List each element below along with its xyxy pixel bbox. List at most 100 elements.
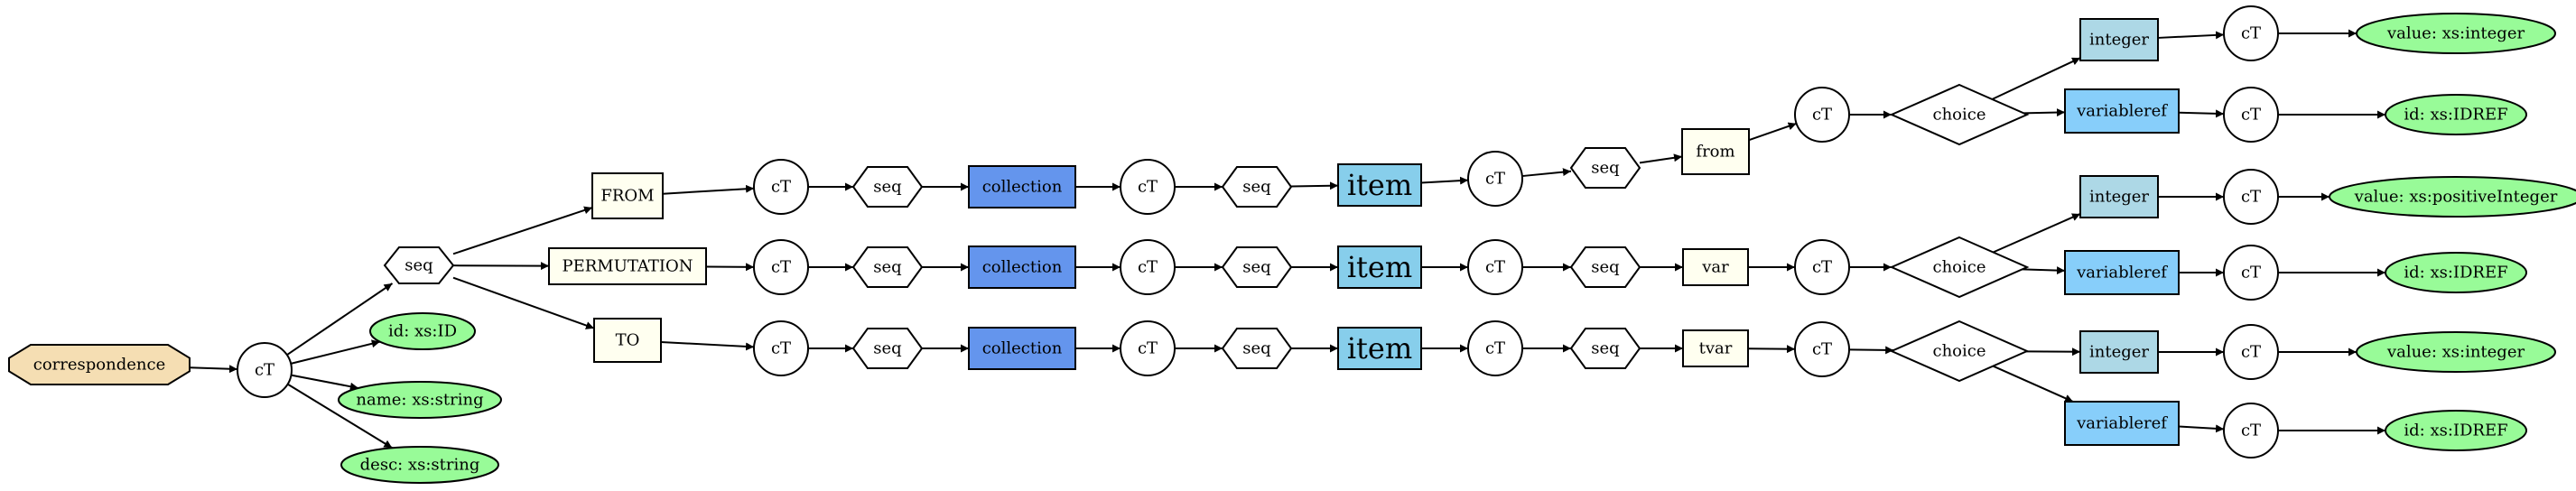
ct-node-shape xyxy=(753,239,809,295)
ct-node-label: cT xyxy=(771,178,791,197)
element-item-shape xyxy=(1337,163,1422,207)
element-TO-shape xyxy=(593,318,662,363)
ct-node: cT xyxy=(2223,169,2279,225)
seq-node-shape xyxy=(1569,246,1641,288)
edge-TO-to-ct1c xyxy=(660,340,755,351)
element-variableref: variableref xyxy=(2064,88,2180,134)
ct-node-shape xyxy=(753,159,809,215)
seq-node-shape xyxy=(1221,328,1293,369)
ct-node-shape xyxy=(1794,87,1850,143)
element-item-label: item xyxy=(1347,331,1412,366)
ct-node: cT xyxy=(1467,239,1523,295)
element-from-label: from xyxy=(1696,143,1734,162)
element-integer: integer xyxy=(2079,18,2159,61)
seq-node-label: seq xyxy=(873,258,901,277)
element-from-shape xyxy=(1681,128,1750,175)
edge-chc-to-vrc xyxy=(1992,365,2074,403)
choice-node-shape xyxy=(1889,236,2030,299)
ct-node-label: cT xyxy=(255,361,274,380)
edge-ct3a-to-seq3a xyxy=(1521,168,1572,178)
element-collection-label: collection xyxy=(982,339,1063,358)
element-item: item xyxy=(1337,246,1422,289)
ct-node: cT xyxy=(1467,151,1523,207)
ct-node: cT xyxy=(1467,320,1523,376)
ct-node-shape xyxy=(1120,320,1176,376)
element-collection-shape xyxy=(968,327,1076,370)
ct-node-shape xyxy=(2223,245,2279,301)
edge-seq0-to-FROM xyxy=(452,206,593,255)
ct-node-label: cT xyxy=(1485,258,1505,277)
element-variableref-shape xyxy=(2064,250,2180,295)
element-integer-shape xyxy=(2079,18,2159,61)
edge-ct4c-to-chc xyxy=(1848,346,1894,355)
edge-seq0-to-TO xyxy=(452,276,595,329)
choice-node: choice xyxy=(1889,320,2030,383)
choice-node: choice xyxy=(1889,236,2030,299)
edge-cha-to-inta xyxy=(1991,57,2081,100)
element-TO: TO xyxy=(593,318,662,363)
element-collection-shape xyxy=(968,246,1076,289)
attribute-name-label: name: xs:string xyxy=(356,391,483,410)
attribute-value: value: xs:positiveInteger xyxy=(2329,176,2576,218)
seq-node-label: seq xyxy=(873,339,901,358)
attribute-id-ref: id: xs:IDREF xyxy=(2385,410,2527,451)
element-integer-shape xyxy=(2079,330,2159,374)
element-FROM: FROM xyxy=(591,172,664,219)
ct-node-shape xyxy=(2223,324,2279,380)
element-integer-label: integer xyxy=(2089,31,2149,50)
attribute-name: name: xs:string xyxy=(338,381,502,419)
ct-node: cT xyxy=(753,320,809,376)
element-FROM-shape xyxy=(591,172,664,219)
choice-node-label: choice xyxy=(1932,342,1985,361)
attribute-id: id: xs:ID xyxy=(369,312,476,350)
element-PERMUTATION-label: PERMUTATION xyxy=(562,257,693,276)
attribute-value-shape xyxy=(2356,13,2556,54)
attribute-id-ref: id: xs:IDREF xyxy=(2385,252,2527,293)
element-integer: integer xyxy=(2079,330,2159,374)
edge-ct0-to-aname xyxy=(291,374,359,391)
edge-ct0-to-seq0 xyxy=(286,283,394,356)
ct-node-label: cT xyxy=(2241,264,2261,283)
edge-ela-to-ct4a xyxy=(1748,122,1797,142)
edge-corr-to-ct0 xyxy=(189,365,238,374)
element-variableref-label: variableref xyxy=(2076,102,2168,121)
element-variableref-shape xyxy=(2064,88,2180,134)
element-item-label: item xyxy=(1347,250,1412,284)
ct-node: cT xyxy=(2223,245,2279,301)
ct-node: cT xyxy=(1794,239,1850,295)
attribute-id-ref-label: id: xs:IDREF xyxy=(2404,264,2507,283)
root-node-correspondence: correspondence xyxy=(8,344,191,385)
ct-node-shape xyxy=(237,342,293,398)
seq-node: seq xyxy=(851,246,924,288)
element-item-shape xyxy=(1337,327,1422,370)
edge-itema-to-ct3a xyxy=(1420,176,1469,185)
ct-node: cT xyxy=(2223,324,2279,380)
seq-node: seq xyxy=(1221,246,1293,288)
element-var-shape xyxy=(1682,248,1749,286)
seq-node-shape xyxy=(383,246,455,284)
ct-node-label: cT xyxy=(771,339,791,358)
seq-node: seq xyxy=(383,246,455,284)
ct-node-label: cT xyxy=(2241,24,2261,43)
root-node-correspondence-label: correspondence xyxy=(33,356,165,375)
element-variableref: variableref xyxy=(2064,250,2180,295)
seq-node: seq xyxy=(1221,328,1293,369)
element-collection-shape xyxy=(968,165,1076,208)
nodes: correspondence cT id: xs:ID name: xs:string… xyxy=(8,5,2576,484)
choice-node-shape xyxy=(1889,320,2030,383)
element-collection: collection xyxy=(968,246,1076,289)
seq-node: seq xyxy=(1569,147,1641,189)
ct-node: cT xyxy=(2223,403,2279,459)
edges xyxy=(189,29,2385,449)
element-item: item xyxy=(1337,327,1422,370)
ct-node-shape xyxy=(1120,239,1176,295)
ct-node-label: cT xyxy=(1138,339,1158,358)
element-collection-label: collection xyxy=(982,258,1063,277)
element-TO-label: TO xyxy=(616,331,640,350)
ct-node-label: cT xyxy=(1812,106,1832,125)
element-integer-shape xyxy=(2079,175,2159,218)
edge-seq2a-to-itema xyxy=(1290,181,1339,190)
ct-node-shape xyxy=(1467,239,1523,295)
ct-node: cT xyxy=(1794,321,1850,377)
